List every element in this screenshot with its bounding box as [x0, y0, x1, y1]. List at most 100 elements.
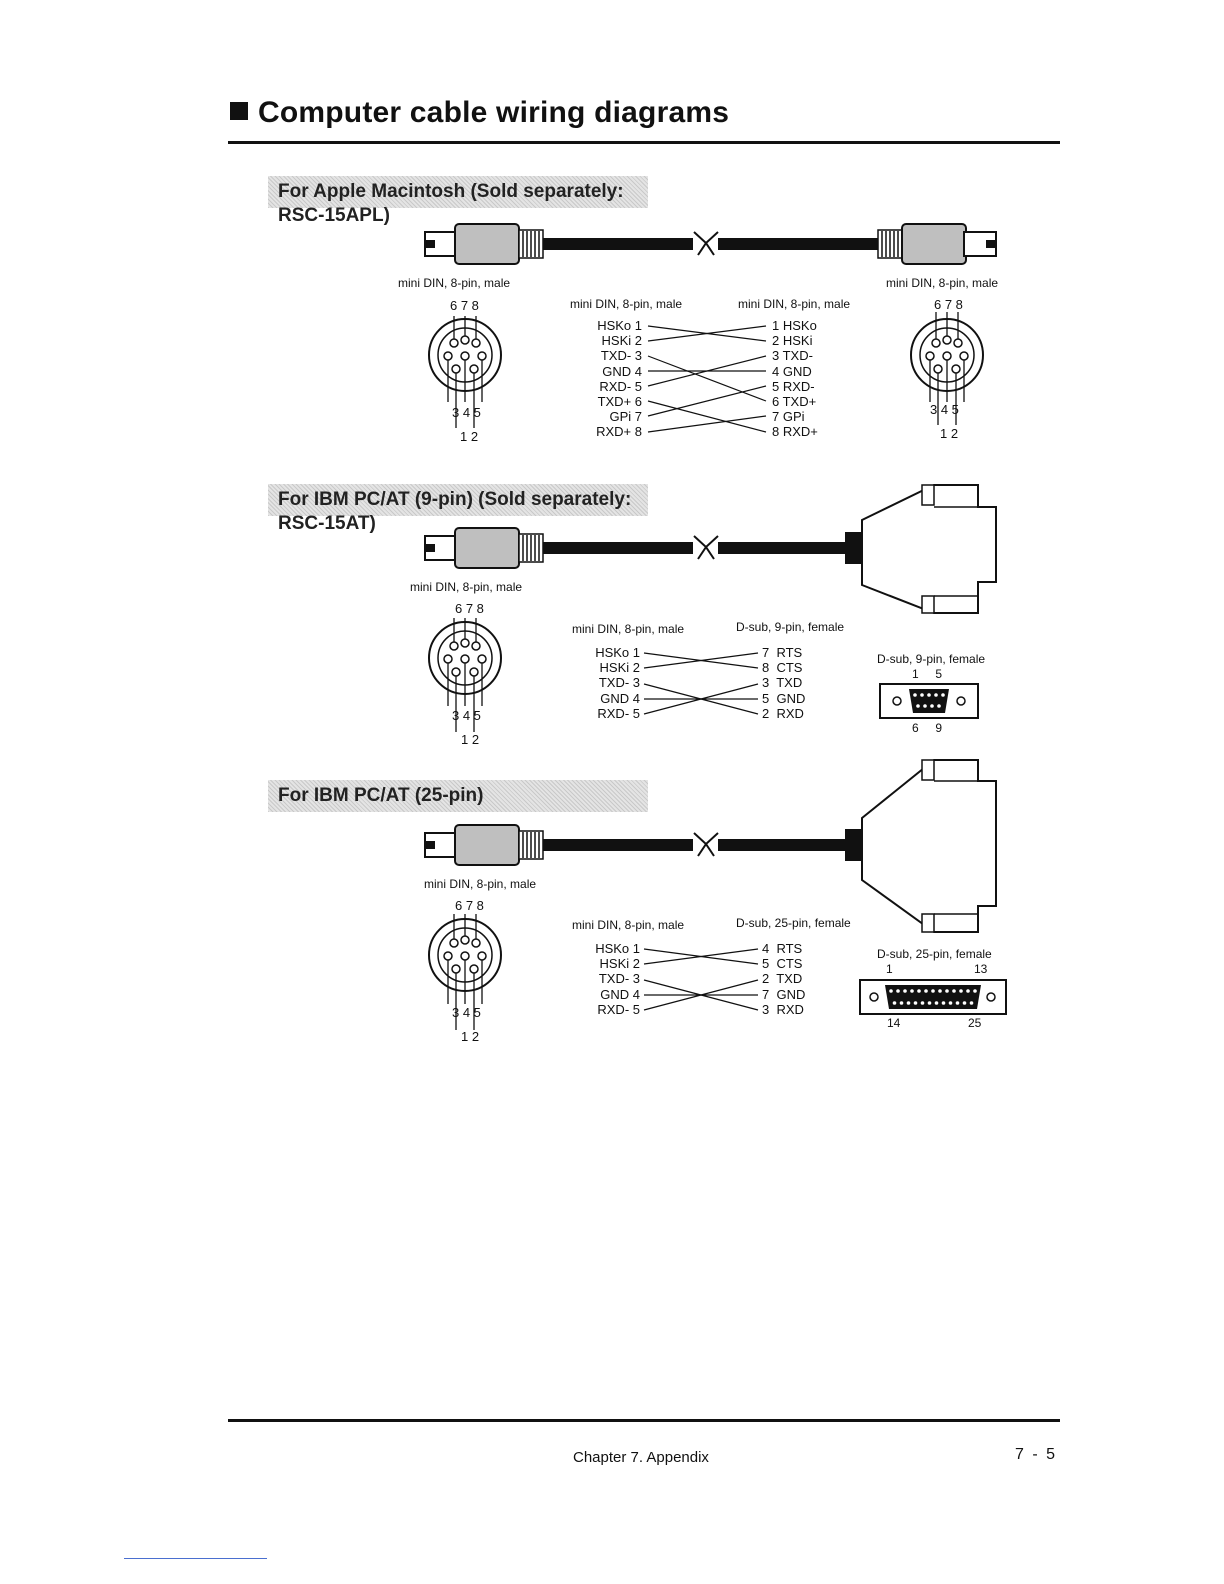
mac-right-din-face	[910, 312, 984, 425]
dsub25-pin-dot	[892, 1001, 897, 1005]
pin-label: 1 HSKo	[772, 318, 817, 333]
footer-chapter: Chapter 7. Appendix	[573, 1449, 709, 1466]
pin-label: RXD- 5	[597, 1001, 640, 1017]
pin-label: GND 4	[600, 986, 640, 1002]
pin-label: 3 TXD-	[772, 348, 813, 364]
pin-label: TXD- 3	[598, 971, 640, 987]
mac-left-din-top-pins: 6 7 8	[450, 298, 479, 313]
dsub25-pin-dot	[952, 989, 956, 993]
mac-left-din-mid-pins: 3 4 5	[452, 405, 481, 420]
pin-label: 5 CTS	[762, 956, 803, 972]
pin-label: 5 RXD-	[772, 378, 815, 394]
dsub25-pin-dot	[938, 989, 942, 993]
pin-label: GND 4	[600, 690, 640, 706]
footer-rule	[228, 1419, 1060, 1422]
ibm9-left-table-header: mini DIN, 8-pin, male	[572, 622, 685, 636]
pin-label: RXD- 5	[599, 378, 642, 394]
ibm25-din-bottom-pins: 1 2	[461, 1029, 480, 1044]
ibm25-left-pin-list: HSKo 1 HSKi 2 TXD- 3 GND 4 RXD- 5	[594, 941, 640, 1017]
mac-right-din-top-pins: 6 7 8	[934, 297, 963, 312]
dsub25-pin-dot	[903, 989, 907, 993]
pin-label: HSKi 2	[599, 956, 640, 972]
dsub25-face	[859, 979, 1007, 1015]
ibm9-cable	[424, 484, 997, 614]
dsub25-pin-dot	[924, 989, 928, 993]
ibm25-left-table-header: mini DIN, 8-pin, male	[572, 918, 685, 932]
mac-right-connector-label: mini DIN, 8-pin, male	[886, 276, 999, 290]
dsub25-pin-dot	[896, 989, 900, 993]
dsub25-pin-dot	[899, 1001, 904, 1005]
pin-label: GPi 7	[609, 409, 642, 425]
dsub25-bottom-right-pin: 25	[968, 1016, 982, 1030]
pin-label: HSKo 1	[595, 941, 640, 956]
ibm9-wiring-lines	[643, 652, 759, 715]
dsub25-pin-dot	[969, 1001, 974, 1005]
pin-label: TXD- 3	[598, 675, 640, 691]
dsub25-pin-dot	[966, 989, 970, 993]
bullet-square-icon	[230, 102, 248, 120]
page-title-text: Computer cable wiring diagrams	[258, 96, 730, 129]
pin-label: HSKo 1	[595, 645, 640, 660]
ibm9-left-connector-label: mini DIN, 8-pin, male	[410, 580, 523, 594]
mac-left-connector-label: mini DIN, 8-pin, male	[398, 276, 511, 290]
pin-label: 4 GND	[772, 363, 812, 379]
pin-label: 7 RTS	[762, 645, 803, 660]
dsub9-label: D-sub, 9-pin, female	[877, 652, 986, 666]
dsub25-pin-dot	[913, 1001, 918, 1005]
dsub25-pin-dot	[941, 1001, 946, 1005]
ibm25-right-pin-list: 4 RTS 5 CTS 2 TXD 7 GND 3 RXD	[762, 941, 822, 1017]
dsub9-face	[879, 683, 979, 719]
dsub25-pin-dot	[945, 989, 949, 993]
ibm9-din-face	[428, 618, 502, 732]
ibm9-din-top-pins: 6 7 8	[455, 601, 484, 616]
pin-label: 4 RTS	[762, 941, 803, 956]
dsub25-bottom-left-pin: 14	[887, 1016, 901, 1030]
ibm25-din-top-pins: 6 7 8	[455, 898, 484, 913]
section-banner-ibm25: For IBM PC/AT (25-pin)	[268, 780, 648, 812]
ibm9-din-bottom-pins: 1 2	[461, 732, 480, 747]
mac-right-din-mid-pins: 3 4 5	[930, 402, 959, 417]
dsub25-pin-dot	[920, 1001, 925, 1005]
mac-left-pin-list: HSKo 1 HSKi 2 TXD- 3 GND 4 RXD- 5 TXD+ 6…	[594, 318, 642, 440]
pin-label: 5 GND	[762, 690, 806, 706]
title-rule	[228, 141, 1060, 144]
ibm9-right-pin-list: 7 RTS 8 CTS 3 TXD 5 GND 2 RXD	[762, 645, 822, 721]
ibm25-left-connector-label: mini DIN, 8-pin, male	[424, 877, 537, 891]
ibm25-din-mid-pins: 3 4 5	[452, 1005, 481, 1020]
pin-label: HSKi 2	[601, 333, 642, 349]
dsub25-top-left-pin: 1	[886, 962, 893, 976]
dsub25-top-right-pin: 13	[974, 962, 988, 976]
pin-label: RXD- 5	[597, 705, 640, 721]
ibm25-din-face	[428, 914, 502, 1030]
pin-label: 3 TXD	[762, 675, 803, 691]
ibm9-din-mid-pins: 3 4 5	[452, 708, 481, 723]
pin-label: RXD+ 8	[596, 424, 642, 440]
pin-label: 8 CTS	[762, 660, 803, 676]
pin-label: 7 GND	[762, 986, 806, 1002]
mac-cable	[424, 223, 997, 265]
dsub25-pin-dot	[948, 1001, 953, 1005]
pin-label: 2 TXD	[762, 971, 803, 987]
pin-label: TXD- 3	[600, 348, 642, 364]
dsub25-pin-dot	[910, 989, 914, 993]
dsub25-pin-dot	[889, 989, 893, 993]
dsub25-pin-dot	[934, 1001, 939, 1005]
dsub25-pin-dot	[927, 1001, 932, 1005]
pin-label: GND 4	[602, 363, 642, 379]
pin-label: 6 TXD+	[772, 393, 817, 409]
section-banner-mac: For Apple Macintosh (Sold separately: RS…	[268, 176, 648, 226]
dsub9-bottom-pins: 6 9	[912, 721, 943, 735]
mac-left-table-header: mini DIN, 8-pin, male	[570, 297, 683, 311]
mac-left-din-face	[428, 316, 502, 428]
pin-label: 7 GPi	[772, 409, 805, 425]
mac-right-table-header: mini DIN, 8-pin, male	[738, 297, 851, 311]
dsub25-label: D-sub, 25-pin, female	[877, 947, 992, 961]
pin-label: 2 RXD	[762, 705, 804, 721]
page-title: Computer cable wiring diagrams	[230, 96, 729, 130]
pin-label: HSKo 1	[597, 318, 642, 333]
dsub25-pin-dot	[917, 989, 921, 993]
ibm9-right-table-header: D-sub, 9-pin, female	[736, 620, 845, 634]
pin-label: 3 RXD	[762, 1001, 804, 1017]
pin-label: TXD+ 6	[597, 393, 642, 409]
